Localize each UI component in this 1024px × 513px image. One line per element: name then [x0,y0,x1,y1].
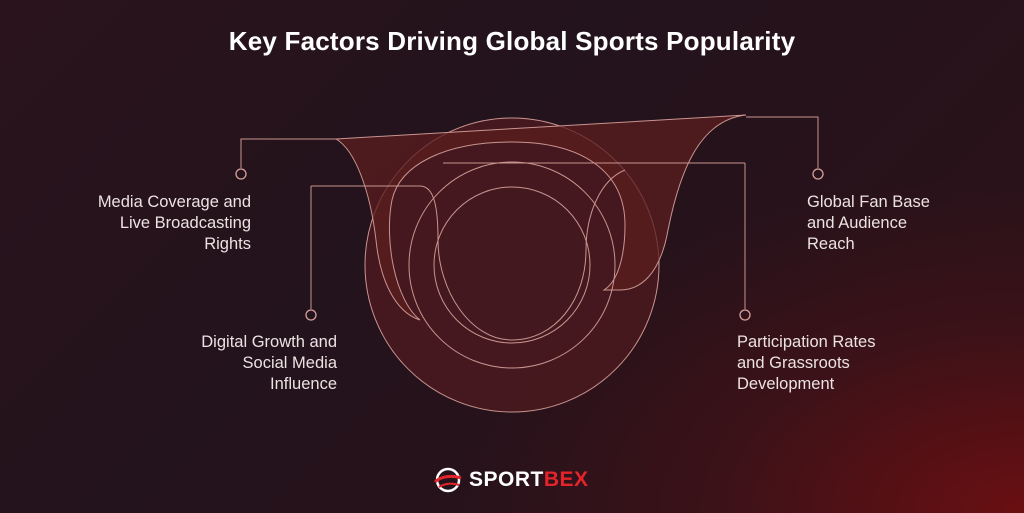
track-line-left [311,185,513,341]
logo-ball-icon [433,467,462,493]
connector-global [746,116,819,168]
factor-global-label: Global Fan Base and Audience Reach [807,193,930,253]
connector-dot-global [812,168,824,180]
funnel-shape [334,114,747,321]
connector-dot-digital [305,309,317,321]
middle-ring [408,161,616,369]
diagram-title: Key Factors Driving Global Sports Popula… [228,26,796,56]
track-curve-right [511,169,626,341]
factor-participation-label: Participation Rates and Grassroots Devel… [737,333,876,393]
logo-bex-text: BEX [543,468,589,491]
connector-dot-media [235,168,247,180]
logo-sport-text: SPORT [469,468,544,491]
connector-media [240,138,340,168]
connector-dot-participation [739,309,751,321]
brand-logo: SPORTBEX [433,466,589,494]
inner-circle [433,186,591,344]
factor-media-label: Media Coverage and Live Broadcasting Rig… [97,193,251,253]
logo-wordmark: SPORTBEX [469,468,589,492]
factor-digital-label: Digital Growth and Social Media Influenc… [201,333,337,393]
